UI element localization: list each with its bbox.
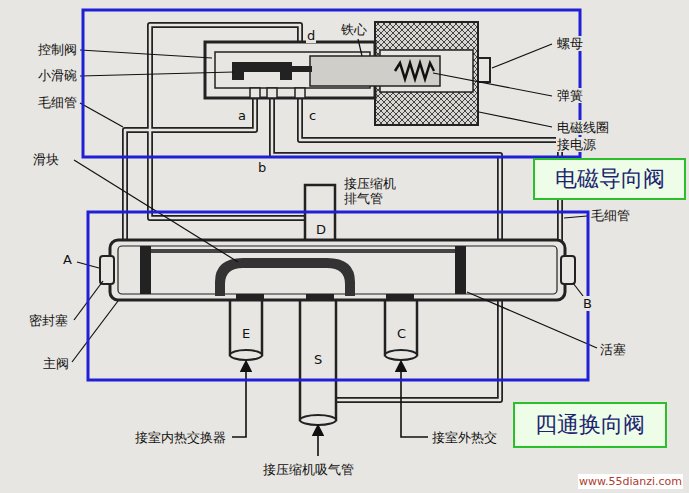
- port-letter: b: [257, 160, 267, 175]
- port-label: 接压缩机吸气管: [262, 462, 355, 477]
- region-title: 四通换向阀: [535, 412, 645, 438]
- part-label: 弹簧: [556, 88, 584, 103]
- region-title: 电磁导向阀: [555, 166, 665, 192]
- part-label: 螺母: [556, 36, 584, 51]
- part-label: 接电源: [556, 137, 597, 152]
- region-outlines: [83, 10, 588, 380]
- port-letter: c: [308, 108, 317, 123]
- port-letter: B: [582, 296, 593, 311]
- port-letter: S: [313, 352, 323, 367]
- part-label: 毛细管: [37, 95, 78, 110]
- pilot-valve: [205, 22, 490, 125]
- port-letter: d: [306, 28, 316, 43]
- part-label: 电磁线圈: [556, 120, 610, 135]
- part-label: 滑块: [32, 152, 60, 167]
- label-box: 四通换向阀: [513, 402, 667, 448]
- part-label: 小滑碗: [37, 68, 78, 83]
- leader-lines: [72, 39, 597, 362]
- part-label: 铁心: [340, 22, 368, 37]
- watermark: www.55dianzi.com: [578, 474, 683, 489]
- label-box: 电磁导向阀: [533, 158, 686, 200]
- port-letter: a: [237, 108, 247, 123]
- part-label: 控制阀: [37, 42, 78, 57]
- port-letter: D: [315, 222, 327, 237]
- port-label: 接室外热交: [431, 430, 498, 445]
- port-label: 接压缩机 排气管: [343, 176, 401, 206]
- part-label: 密封塞: [28, 313, 69, 328]
- port-letter: C: [396, 326, 407, 341]
- port-letter: E: [241, 326, 251, 341]
- part-label: 活塞: [599, 342, 627, 357]
- port-letter: A: [62, 252, 73, 267]
- part-label: 主阀: [42, 356, 70, 371]
- port-label: 接室内热交换器: [134, 430, 227, 445]
- part-label: 毛细管: [590, 208, 631, 223]
